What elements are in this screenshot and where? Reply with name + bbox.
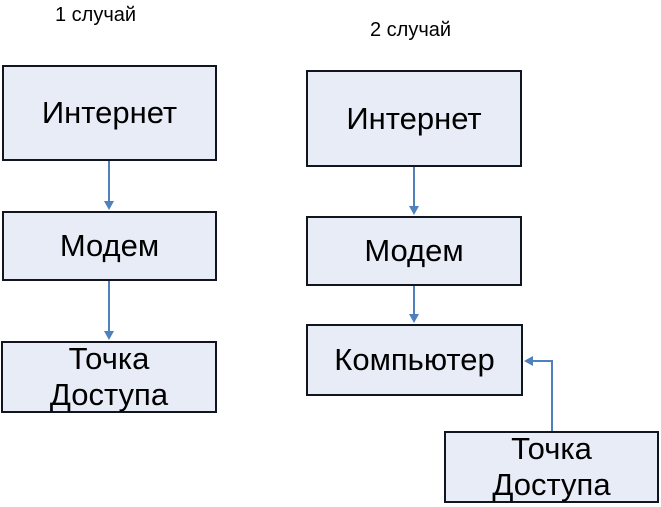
- case2-node-access-point: Точка Доступа: [444, 431, 659, 503]
- case2-node-modem: Модем: [306, 216, 522, 286]
- case1-title: 1 случай: [55, 4, 137, 26]
- case2-title: 2 случай: [370, 19, 452, 41]
- case2-node-computer: Компьютер: [306, 324, 523, 396]
- case1-node-internet: Интернет: [2, 65, 217, 161]
- case1-node-modem: Модем: [2, 211, 217, 281]
- case2-node-internet: Интернет: [306, 70, 522, 167]
- case1-node-access-point: Точка Доступа: [1, 341, 217, 413]
